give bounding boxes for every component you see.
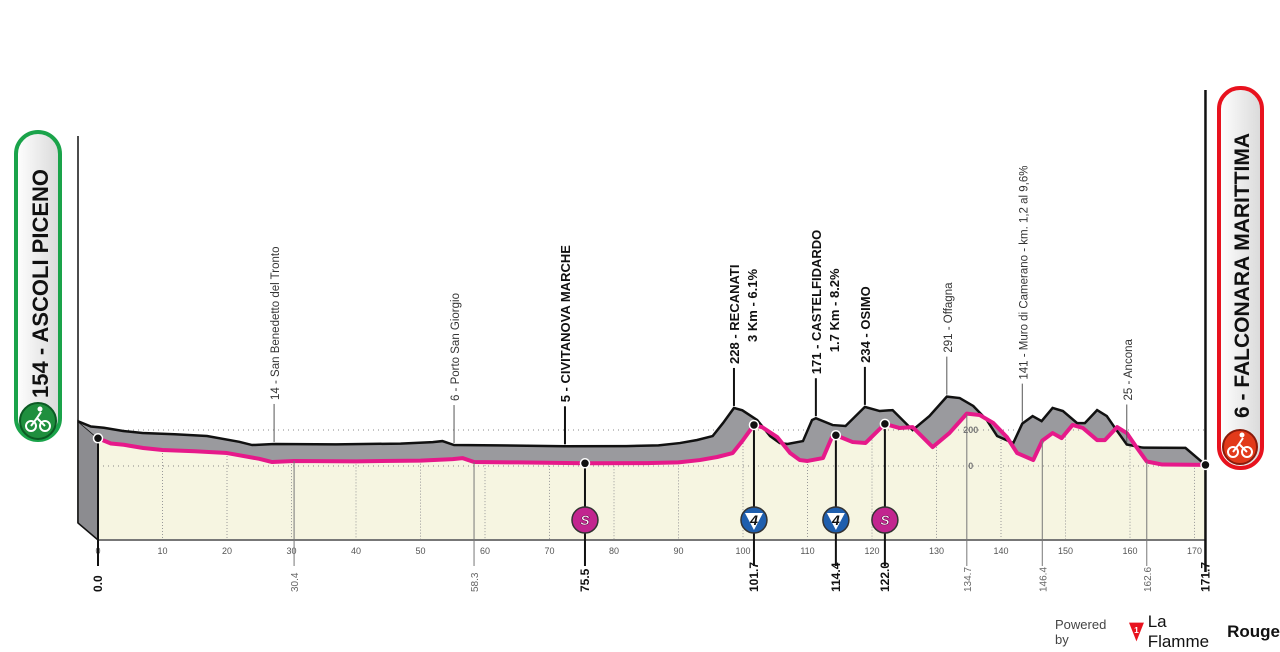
x-tick-label: 90 — [673, 546, 683, 556]
waypoint-km-label: 58.3 — [470, 572, 481, 592]
flamme-rouge-icon: 1 — [1128, 622, 1144, 642]
cyclist-icon — [1222, 429, 1258, 465]
powered-by-text: Powered by — [1055, 617, 1107, 647]
brand-logo[interactable]: 1 La Flamme Rouge — [1128, 612, 1280, 652]
waypoint-km-label: 114.4 — [829, 562, 843, 592]
waypoint-label: 1.7 Km - 8.2% — [827, 268, 842, 352]
waypoint-km-label: 101.7 — [747, 562, 761, 592]
kom-badge-text: 4 — [831, 512, 840, 528]
waypoint-label: 6 - Porto San Giorgio — [450, 293, 462, 401]
waypoint-label: 234 - OSIMO — [858, 286, 873, 363]
relief-area — [78, 396, 1206, 465]
x-tick-label: 80 — [609, 546, 619, 556]
x-tick-label: 30 — [286, 546, 296, 556]
sprint-badge-icon — [571, 506, 599, 534]
x-tick-label: 110 — [800, 546, 814, 556]
waypoint-km-label: 122.0 — [878, 562, 892, 592]
x-tick-label: 20 — [222, 546, 232, 556]
kom-triangle-icon — [744, 513, 763, 530]
x-tick-label: 10 — [157, 546, 167, 556]
waypoint-label: 228 - RECANATI — [727, 265, 742, 364]
waypoint-km-label: 171.7 — [1198, 562, 1212, 592]
x-tick-label: 70 — [544, 546, 554, 556]
relief-outline — [77, 395, 1207, 466]
x-tick-label: 160 — [1122, 546, 1137, 556]
sprint-badge-icon — [871, 506, 899, 534]
waypoint-label: 141 - Muro di Camerano - km. 1,2 al 9,6% — [1018, 165, 1030, 379]
brand-light: La Flamme — [1147, 612, 1210, 651]
waypoint-label: 5 - CIVITANOVA MARCHE — [558, 245, 573, 403]
finish-banner: 6 - FALCONARA MARITTIMA — [1217, 86, 1264, 470]
x-tick-label: 120 — [864, 546, 879, 556]
x-tick-label: 60 — [480, 546, 490, 556]
waypoint-km-label: 75.5 — [578, 568, 592, 592]
elevation-tick-label: 200 — [963, 425, 978, 435]
x-tick-label: 130 — [929, 546, 944, 556]
profile-line — [97, 411, 1206, 467]
waypoint-dot — [92, 433, 104, 444]
waypoint-label: 291 - Offagna — [943, 282, 955, 353]
waypoint-dot — [1200, 459, 1211, 471]
start-label: 154 - ASCOLI PICENO — [28, 169, 53, 398]
x-tick-label: 170 — [1187, 546, 1202, 556]
x-tick-label: 150 — [1058, 546, 1073, 556]
finish-label: 6 - FALCONARA MARITTIMA — [1231, 133, 1254, 418]
kom-triangle-icon — [826, 513, 845, 530]
waypoint-label: 171 - CASTELFIDARDO — [809, 230, 824, 374]
kom-badge-text: 4 — [749, 512, 758, 528]
x-tick-label: 50 — [415, 546, 425, 556]
x-tick-label: 140 — [993, 546, 1008, 556]
waypoint-dot — [579, 458, 591, 469]
x-tick-label: 100 — [735, 546, 750, 556]
footer: Powered by 1 La Flamme Rouge — [1055, 612, 1280, 652]
waypoint-label: 3 Km - 6.1% — [745, 269, 760, 342]
waypoint-km-label: 30.4 — [290, 572, 301, 592]
waypoint-km-label: 134.7 — [963, 567, 974, 592]
waypoint-dot — [748, 419, 760, 431]
sprint-badge-text: S — [880, 512, 890, 528]
elevation-tick-label: 0 — [968, 461, 973, 471]
svg-text:1: 1 — [1134, 625, 1139, 635]
waypoint-km-label: 162.6 — [1143, 567, 1154, 592]
sprint-badge-text: S — [580, 512, 590, 528]
waypoint-dot — [879, 418, 891, 430]
waypoint-label: 25 - Ancona — [1123, 339, 1135, 401]
waypoint-label: 14 - San Benedetto del Tronto — [270, 247, 282, 400]
brand-bold: Rouge — [1227, 622, 1280, 641]
x-tick-label: 40 — [351, 546, 361, 556]
waypoint-km-label: 0.0 — [91, 575, 105, 592]
start-banner: 154 - ASCOLI PICENO — [14, 130, 62, 442]
cyclist-icon — [19, 402, 57, 440]
waypoint-dot — [830, 429, 842, 441]
waypoint-km-label: 146.4 — [1038, 567, 1049, 592]
